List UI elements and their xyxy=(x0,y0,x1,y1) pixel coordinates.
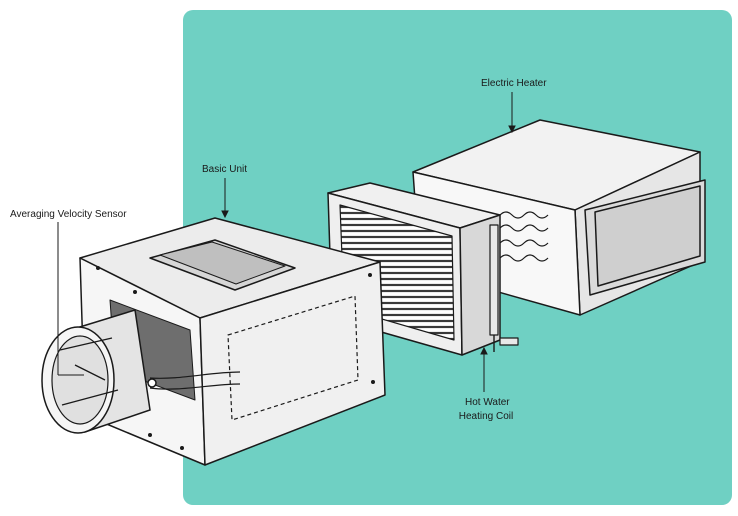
hot-water-label-line1: Hot Water xyxy=(465,397,510,408)
basic-unit-label: Basic Unit xyxy=(202,164,248,175)
leader-lines xyxy=(57,92,516,392)
inlet-collar xyxy=(41,309,241,434)
hot-water-label-line2: Heating Coil xyxy=(458,411,514,422)
velocity-sensor-label: Averaging Velocity Sensor xyxy=(10,209,127,220)
electric-heater-label: Electric Heater xyxy=(481,78,547,89)
hot-water-coil xyxy=(327,182,519,356)
